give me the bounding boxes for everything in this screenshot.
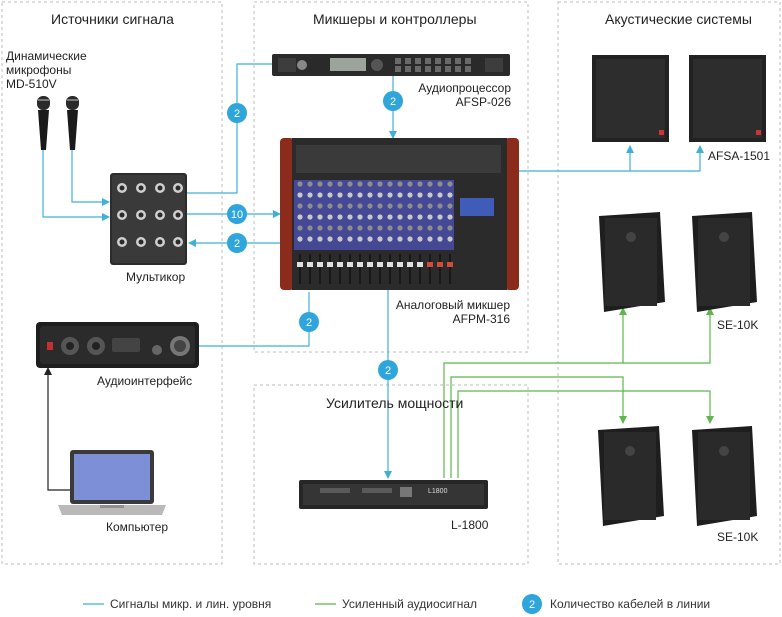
cable-badges: 2 2 10 2 2 2: [227, 91, 403, 380]
section-title-sources: Источники сигнала: [51, 11, 174, 27]
amp-to-bottom-right-speaker: [457, 390, 714, 478]
label-multicore: Мультикор: [126, 270, 186, 284]
legend-graphics: 2: [83, 594, 542, 614]
svg-text:2: 2: [306, 317, 312, 329]
microphone-icon: [37, 96, 79, 150]
label-audio-interface: Аудиоинтерфейс: [97, 374, 193, 388]
amp-panel-label: L1800: [428, 488, 448, 495]
mic1-to-multicore: [42, 150, 110, 221]
legend-signal: Сигналы микр. и лин. уровня: [110, 597, 272, 611]
subwoofer-icon: [592, 55, 766, 142]
mixer-to-sub-right: [630, 145, 704, 172]
legend-badge: [522, 594, 542, 614]
speaker-icon: [598, 212, 757, 526]
speakers-frame: [557, 1, 781, 565]
label-speaker-top: SE-10K: [717, 318, 759, 332]
svg-text:2: 2: [529, 599, 535, 611]
mic2-to-multicore: [71, 150, 110, 206]
badge-processor-to-mixer: 2: [383, 91, 403, 111]
label-amplifier: L-1800: [451, 518, 489, 532]
label-mixer: Аналоговый микшер AFPM-316: [395, 298, 510, 326]
amp-to-top-left-speaker: [443, 307, 627, 478]
sources-frame: [1, 1, 223, 565]
signal-lines: [42, 63, 704, 479]
section-title-amplifier: Усилитель мощности: [326, 395, 464, 411]
badge-mixer-to-amp: 2: [378, 360, 398, 380]
audio-interface-icon: [36, 322, 199, 368]
amplifier-frame: [253, 384, 529, 565]
badge-multicore-to-processor: 2: [227, 103, 247, 123]
multicore-box-icon: [110, 173, 187, 265]
laptop-icon: [58, 450, 166, 515]
amplifier-icon: L1800: [299, 480, 488, 509]
label-processor: Аудиопроцессор AFSP-026: [418, 81, 511, 109]
amplified-lines: [443, 307, 714, 478]
computer-to-interface: [44, 367, 70, 491]
amp-to-top-right-speaker: [623, 307, 714, 364]
svg-text:2: 2: [234, 108, 240, 120]
amp-to-bottom-left-speaker: [450, 376, 627, 478]
label-computer: Компьютер: [106, 520, 169, 534]
badge-multicore-to-mixer: 10: [227, 204, 247, 224]
legend-cable-count: Количество кабелей в линии: [550, 597, 711, 611]
multicore-to-processor: [187, 63, 272, 194]
legend-amplified: Усиленный аудиосигнал: [342, 597, 478, 611]
badge-mixer-to-multicore: 2: [227, 233, 247, 253]
svg-text:2: 2: [234, 238, 240, 250]
label-microphones: Динамические микрофоны MD-510V: [6, 49, 87, 91]
svg-text:2: 2: [390, 96, 396, 108]
svg-text:2: 2: [385, 365, 391, 377]
interface-to-mixer: [199, 292, 310, 347]
section-title-mixers: Микшеры и контроллеры: [313, 11, 477, 27]
audio-processor-icon: [272, 54, 510, 76]
svg-text:10: 10: [231, 209, 243, 221]
mixer-to-sub-left: [519, 145, 634, 172]
section-frames: [1, 1, 781, 565]
label-subwoofer: AFSA-1501: [708, 149, 771, 163]
mixer-icon: [280, 138, 519, 290]
section-title-speakers: Акустические системы: [605, 11, 752, 27]
badge-interface-to-mixer: 2: [299, 312, 319, 332]
label-speaker-bottom: SE-10K: [717, 530, 759, 544]
